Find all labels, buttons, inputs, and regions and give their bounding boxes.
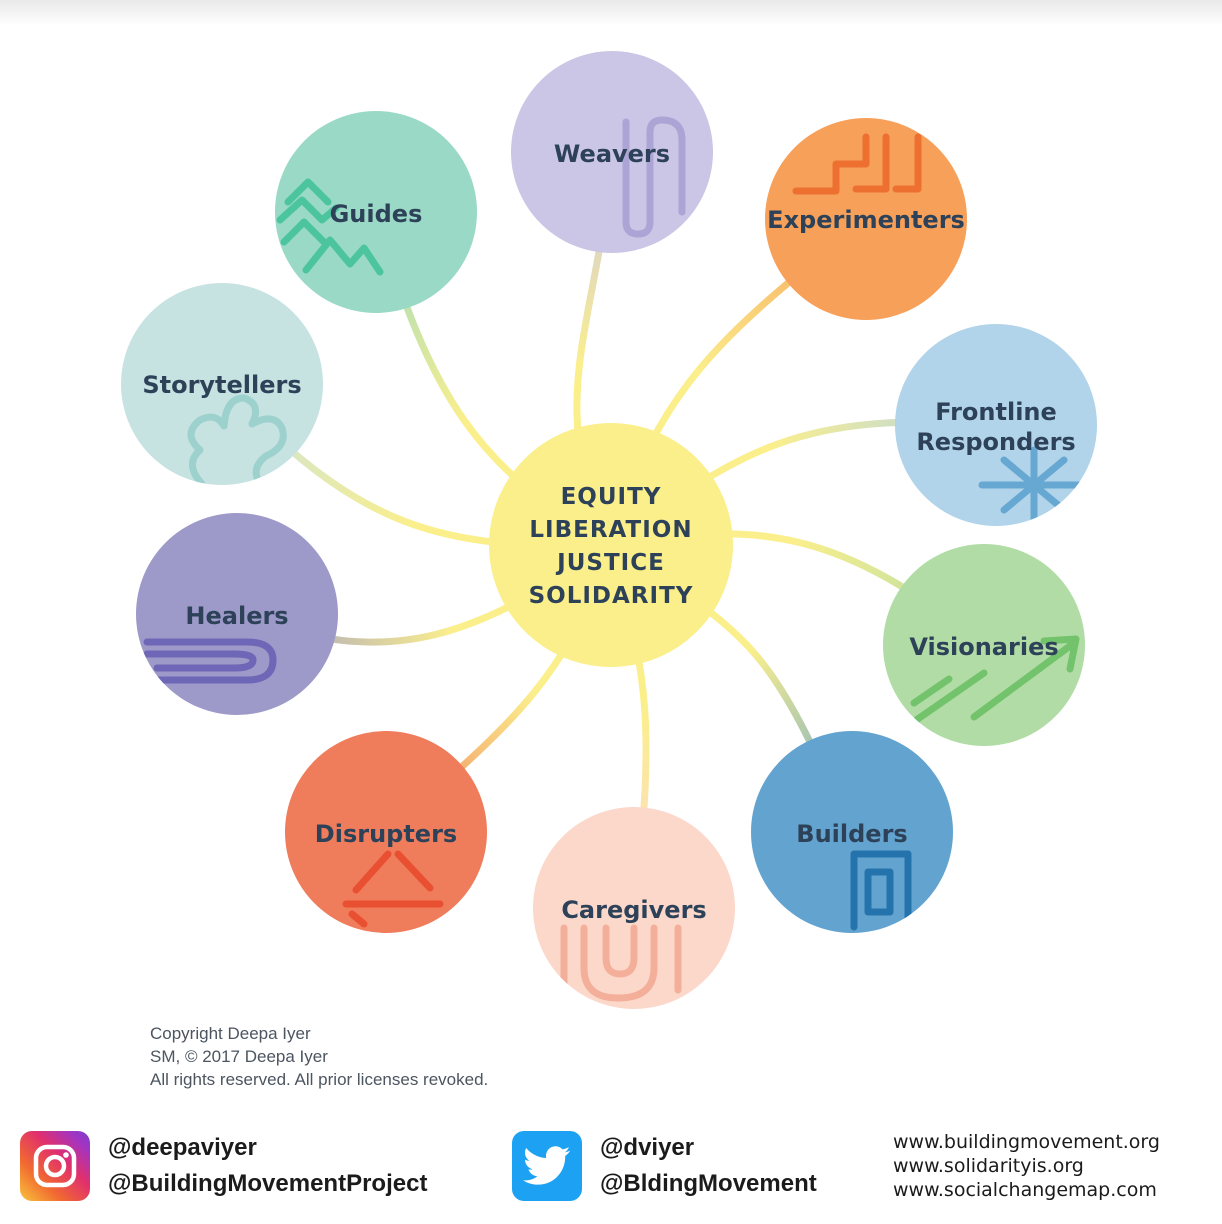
website-link[interactable]: www.socialchangemap.com <box>893 1179 1157 1201</box>
solidarity-roles-diagram: WeaversExperimentersFrontlineRespondersV… <box>121 51 1097 1009</box>
guides-circle <box>275 111 477 313</box>
role-node-experimenters: Experimenters <box>765 118 967 320</box>
website-link[interactable]: www.solidarityis.org <box>893 1155 1084 1177</box>
website-list: www.buildingmovement.org www.solidarityi… <box>893 1130 1160 1202</box>
visionaries-label: Visionaries <box>909 633 1058 661</box>
instagram-handle-personal[interactable]: @deepaviyer <box>108 1134 257 1161</box>
visionaries-motif <box>908 635 1080 727</box>
copyright-notice: Copyright Deepa Iyer SM, © 2017 Deepa Iy… <box>150 1022 488 1091</box>
instagram-block: @deepaviyer @BuildingMovementProject <box>20 1130 427 1202</box>
weavers-circle <box>511 51 713 253</box>
builders-label: Builders <box>796 820 907 848</box>
copyright-line: All rights reserved. All prior licenses … <box>150 1070 489 1089</box>
weavers-motif <box>622 116 686 238</box>
disrupters-motif <box>342 850 444 928</box>
healers-label: Healers <box>185 602 288 630</box>
role-node-builders: Builders <box>751 731 953 933</box>
role-node-caregivers: Caregivers <box>533 807 735 1009</box>
caregivers-label: Caregivers <box>561 896 706 924</box>
copyright-line: Copyright Deepa Iyer <box>150 1024 311 1043</box>
healers-motif <box>143 638 277 684</box>
role-node-storytellers: Storytellers <box>121 283 323 485</box>
center-label-justice: JUSTICE <box>555 550 665 576</box>
twitter-block: @dviyer @BldingMovement <box>512 1130 817 1202</box>
instagram-handle-org[interactable]: @BuildingMovementProject <box>108 1170 428 1197</box>
guides-motif <box>276 178 384 276</box>
frontline-responders-label: Frontline <box>935 398 1057 426</box>
guides-label: Guides <box>330 200 423 228</box>
experimenters-label: Experimenters <box>767 206 965 234</box>
frontline-responders-label: Responders <box>916 428 1075 456</box>
weavers-label: Weavers <box>554 140 670 168</box>
role-node-disrupters: Disrupters <box>285 731 487 933</box>
website-link[interactable]: www.buildingmovement.org <box>893 1131 1160 1153</box>
role-node-visionaries: Visionaries <box>883 544 1085 746</box>
experimenters-motif <box>792 133 922 195</box>
caregivers-motif <box>560 924 682 1002</box>
twitter-bird-icon[interactable] <box>512 1131 582 1201</box>
role-nodes: WeaversExperimentersFrontlineRespondersV… <box>121 51 1097 1009</box>
disrupters-label: Disrupters <box>315 820 457 848</box>
copyright-line: SM, © 2017 Deepa Iyer <box>150 1047 328 1066</box>
center-label-solidarity: SOLIDARITY <box>529 583 694 609</box>
storytellers-label: Storytellers <box>142 371 301 399</box>
role-node-weavers: Weavers <box>511 51 713 253</box>
center-node: EQUITY LIBERATION JUSTICE SOLIDARITY <box>489 423 733 667</box>
builders-circle <box>751 731 953 933</box>
center-label-liberation: LIBERATION <box>529 517 692 543</box>
center-label-equity: EQUITY <box>561 484 662 510</box>
disrupters-circle <box>285 731 487 933</box>
twitter-handle-personal[interactable]: @dviyer <box>600 1134 695 1161</box>
instagram-icon[interactable] <box>20 1131 90 1201</box>
storytellers-circle <box>121 283 323 485</box>
visionaries-circle <box>883 544 1085 746</box>
frontline-responders-motif <box>978 446 1084 524</box>
twitter-handle-org[interactable]: @BldingMovement <box>600 1170 817 1197</box>
role-node-healers: Healers <box>136 513 338 715</box>
storytellers-motif <box>187 394 287 485</box>
role-node-guides: Guides <box>275 111 477 313</box>
builders-motif <box>850 850 912 931</box>
top-fade-bar <box>0 0 1222 26</box>
